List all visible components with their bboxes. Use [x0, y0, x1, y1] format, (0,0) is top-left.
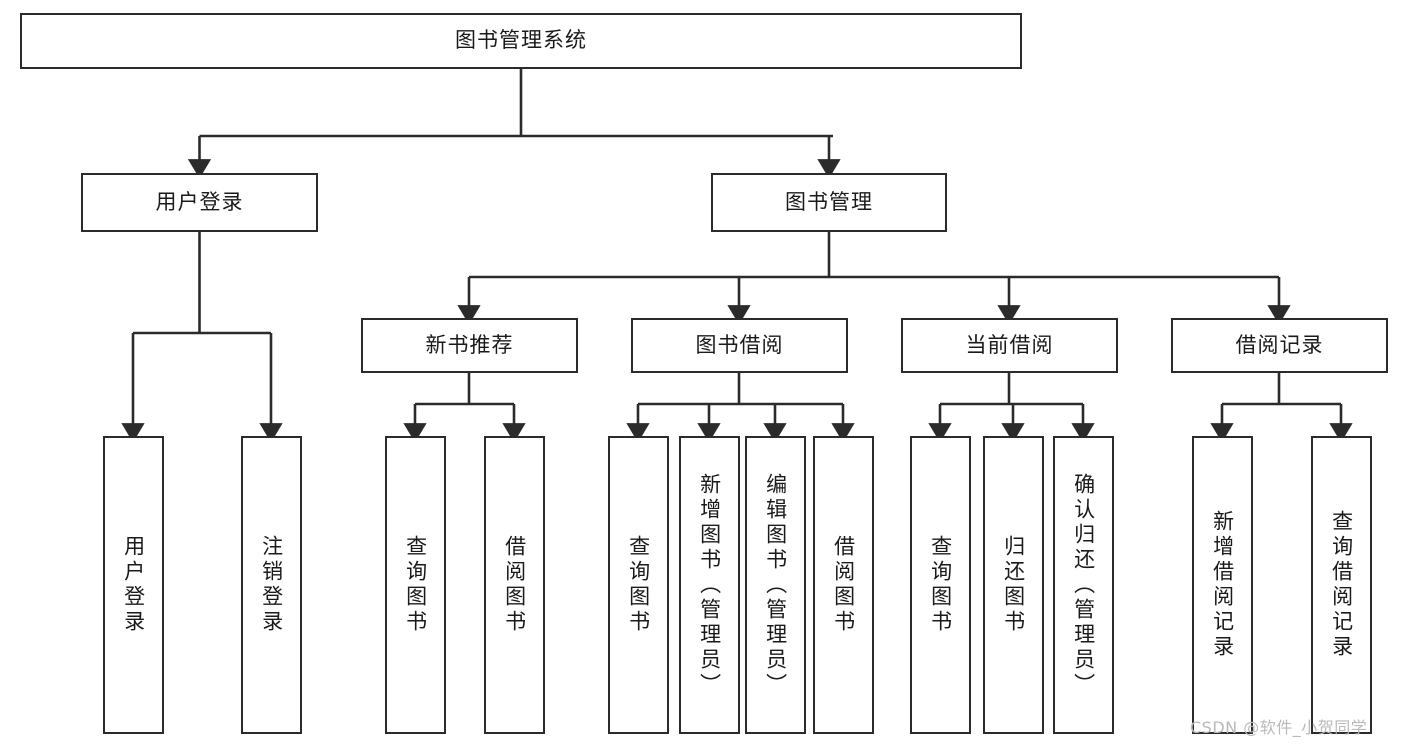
leaf-borrow-lend[interactable]: 借阅图书 [813, 436, 874, 734]
leaf-borrow-add-label: 新增图书（管理员） [697, 472, 722, 698]
node-root[interactable]: 图书管理系统 [20, 13, 1022, 69]
leaf-borrow-edit[interactable]: 编辑图书（管理员） [745, 436, 806, 734]
leaf-current-confirm[interactable]: 确认归还（管理员） [1053, 436, 1114, 734]
leaf-user-logout-label: 注销登录 [259, 535, 284, 635]
leaf-record-query-label: 查询借阅记录 [1329, 510, 1354, 660]
leaf-recommend-borrow[interactable]: 借阅图书 [484, 436, 545, 734]
leaf-record-query[interactable]: 查询借阅记录 [1311, 436, 1372, 734]
leaf-user-logout[interactable]: 注销登录 [241, 436, 302, 734]
leaf-borrow-query[interactable]: 查询图书 [608, 436, 669, 734]
leaf-user-login-label: 用户登录 [121, 535, 146, 635]
node-root-label: 图书管理系统 [455, 28, 587, 53]
node-user-login[interactable]: 用户登录 [81, 173, 318, 232]
leaf-current-confirm-label: 确认归还（管理员） [1071, 472, 1096, 698]
leaf-record-add[interactable]: 新增借阅记录 [1192, 436, 1253, 734]
leaf-current-return-label: 归还图书 [1001, 535, 1026, 635]
leaf-current-query[interactable]: 查询图书 [910, 436, 971, 734]
leaf-record-add-label: 新增借阅记录 [1210, 510, 1235, 660]
csdn-watermark: CSDN @软件_小贺同学 [1190, 718, 1368, 737]
node-book-borrow-label: 图书借阅 [695, 332, 784, 357]
node-book-manage[interactable]: 图书管理 [711, 173, 947, 232]
leaf-borrow-edit-label: 编辑图书（管理员） [763, 472, 788, 698]
node-borrow-record-label: 借阅记录 [1235, 332, 1324, 357]
leaf-borrow-lend-label: 借阅图书 [831, 535, 856, 635]
node-book-manage-label: 图书管理 [785, 189, 873, 214]
leaf-recommend-query-label: 查询图书 [403, 535, 428, 635]
node-current-borrow[interactable]: 当前借阅 [901, 318, 1118, 373]
leaf-current-query-label: 查询图书 [928, 535, 953, 635]
leaf-recommend-borrow-label: 借阅图书 [502, 535, 527, 635]
leaf-recommend-query[interactable]: 查询图书 [385, 436, 446, 734]
leaf-borrow-add[interactable]: 新增图书（管理员） [679, 436, 740, 734]
node-user-login-label: 用户登录 [155, 189, 244, 214]
node-book-borrow[interactable]: 图书借阅 [631, 318, 848, 373]
leaf-current-return[interactable]: 归还图书 [983, 436, 1044, 734]
leaf-borrow-query-label: 查询图书 [626, 535, 651, 635]
node-new-book-recommend[interactable]: 新书推荐 [361, 318, 578, 373]
node-new-book-recommend-label: 新书推荐 [425, 332, 514, 357]
node-borrow-record[interactable]: 借阅记录 [1171, 318, 1388, 373]
node-current-borrow-label: 当前借阅 [965, 332, 1054, 357]
leaf-user-login[interactable]: 用户登录 [103, 436, 164, 734]
